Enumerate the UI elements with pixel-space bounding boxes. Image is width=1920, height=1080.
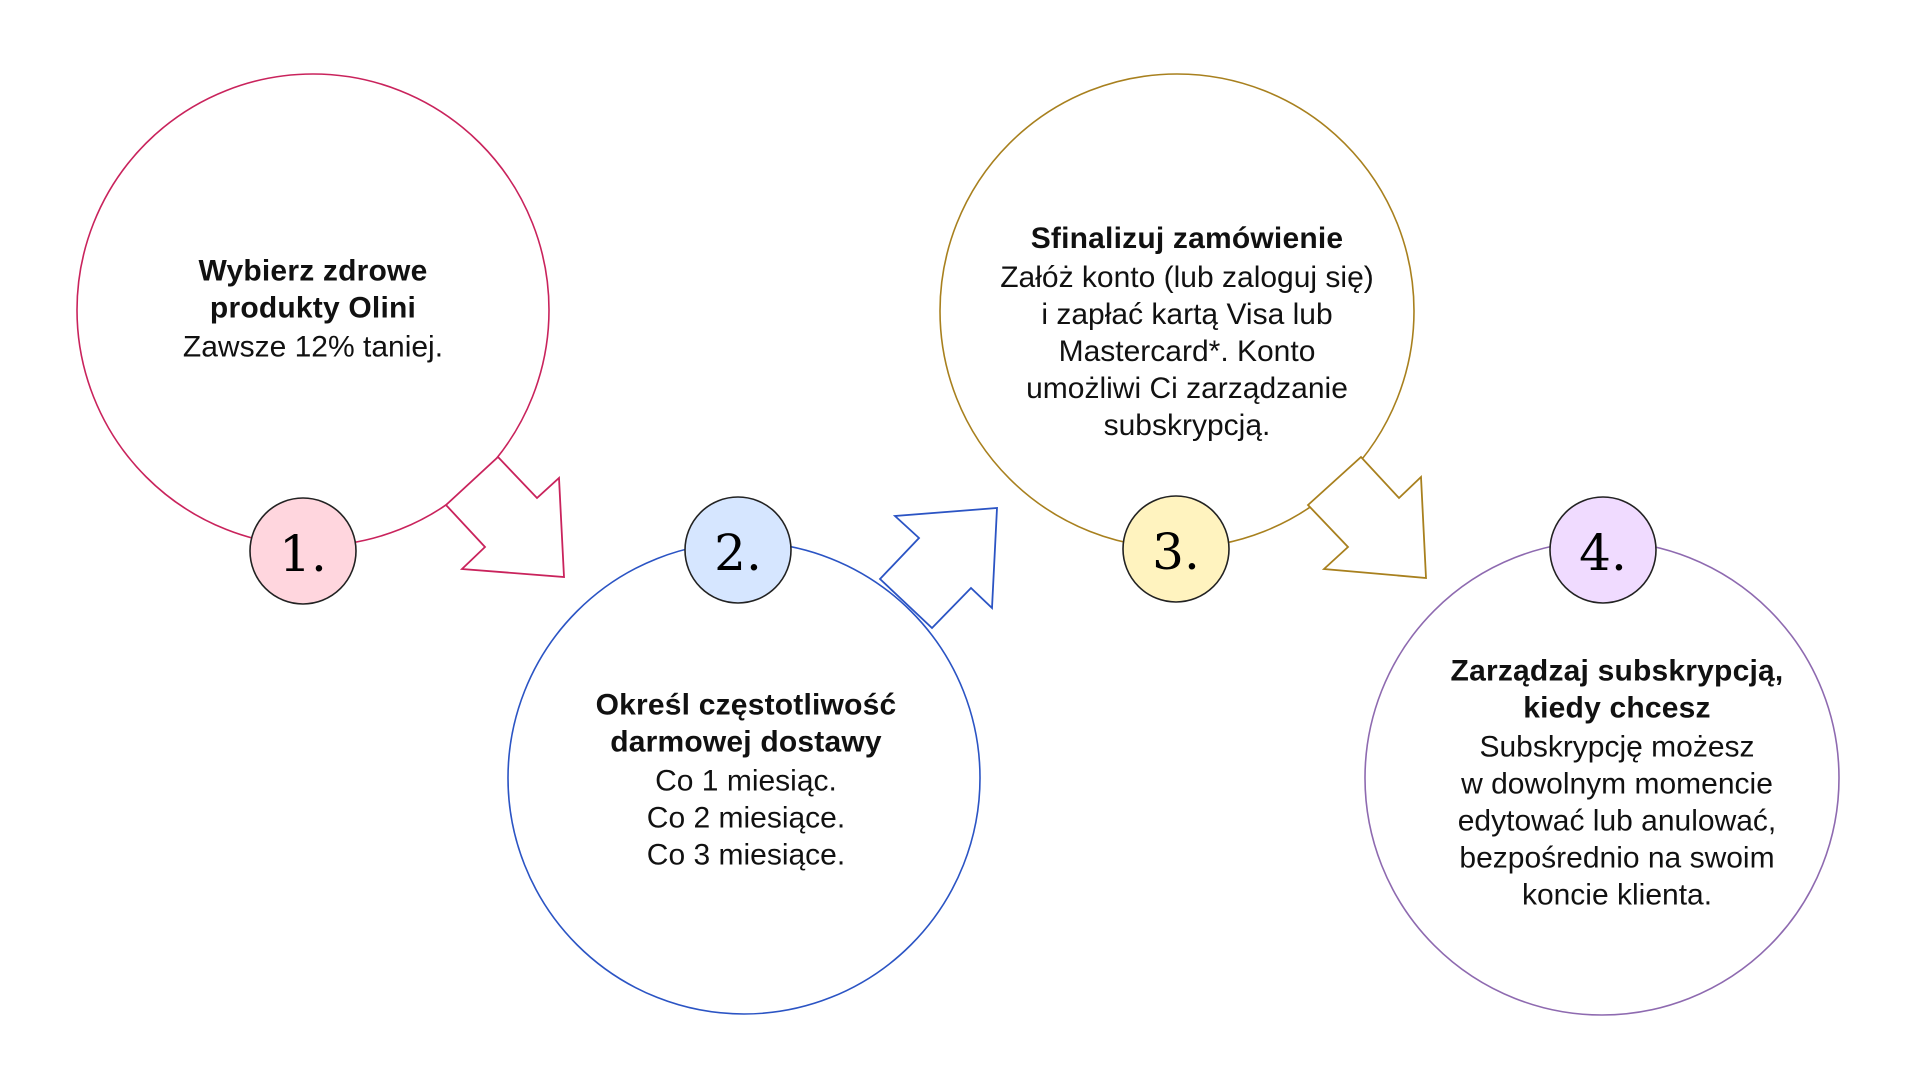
step-1-body: Zawsze 12% taniej. [182, 330, 444, 364]
step-4-number: 4. [1579, 524, 1627, 582]
step-2-body: Co 1 miesiąc. Co 2 miesiące. Co 3 miesią… [646, 764, 846, 872]
step-3-title: Sfinalizuj zamówienie [1030, 222, 1344, 255]
step-4-body: Subskrypcję możesz w dowolnym momencie e… [1457, 730, 1777, 912]
step-2-text: Określ częstotliwość darmowej dostawy Co… [536, 687, 956, 874]
step-1-text: Wybierz zdrowe produkty Olini Zawsze 12%… [103, 253, 523, 366]
arrow-step-2-to-3 [878, 507, 998, 630]
step-3-body: Załóż konto (lub zaloguj się) i zapłać k… [1000, 261, 1374, 442]
step-4-title: Zarządzaj subskrypcją, kiedy chcesz [1450, 654, 1784, 725]
step-3-number: 3. [1152, 523, 1200, 581]
step-3-text: Sfinalizuj zamówienie Załóż konto (lub z… [967, 220, 1407, 444]
step-1-number: 1. [279, 525, 327, 583]
step-4-badge [1549, 496, 1657, 604]
step-1-badge [249, 497, 357, 605]
step-4-text: Zarządzaj subskrypcją, kiedy chcesz Subs… [1397, 653, 1837, 914]
step-2-badge [684, 496, 792, 604]
step-3-badge [1122, 495, 1230, 603]
step-1-title: Wybierz zdrowe produkty Olini [198, 254, 428, 325]
step-2-title: Określ częstotliwość darmowej dostawy [595, 688, 897, 759]
arrow-step-1-to-2 [444, 455, 565, 578]
arrow-step-3-to-4 [1306, 455, 1427, 579]
step-2-number: 2. [714, 524, 762, 582]
